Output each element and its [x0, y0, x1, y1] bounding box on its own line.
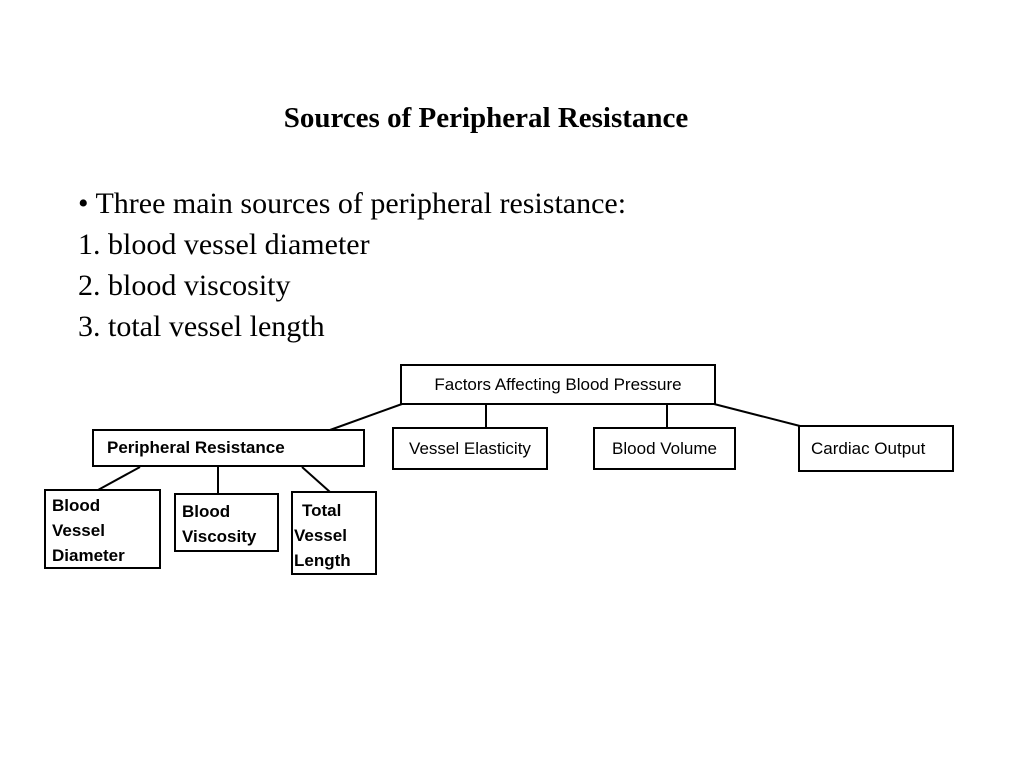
length-line-2: Vessel — [294, 526, 347, 545]
node-peripheral-resistance: Peripheral Resistance — [92, 429, 365, 467]
connector-root-cardiac — [713, 403, 801, 427]
slide-title: Sources of Peripheral Resistance — [283, 102, 689, 134]
diameter-line-1: Blood — [52, 496, 101, 515]
bullet-item-diameter: 1. blood vessel diameter — [78, 228, 370, 261]
node-peripheral-resistance-label: Peripheral Resistance — [107, 438, 285, 457]
bullet-item-viscosity: 2. blood viscosity — [78, 269, 291, 302]
root-node-label: Factors Affecting Blood Pressure — [434, 374, 682, 394]
viscosity-line-2: Viscosity — [182, 527, 257, 546]
bullet-intro: • Three main sources of peripheral resis… — [78, 187, 627, 220]
diameter-line-3: Diameter — [52, 546, 125, 565]
node-cardiac-output-label: Cardiac Output — [811, 438, 926, 458]
diameter-line-2: Vessel — [52, 521, 105, 540]
node-vessel-elasticity-label: Vessel Elasticity — [409, 438, 531, 458]
connector-peripheral-diameter — [97, 466, 141, 491]
root-node: Factors Affecting Blood Pressure — [400, 364, 716, 405]
node-cardiac-output: Cardiac Output — [798, 425, 954, 472]
node-total-vessel-length: Total Vessel Length — [291, 491, 377, 575]
length-line-1: Total — [302, 501, 342, 520]
node-blood-volume: Blood Volume — [593, 427, 736, 470]
node-vessel-elasticity: Vessel Elasticity — [392, 427, 548, 470]
length-line-3: Length — [294, 551, 351, 570]
connector-peripheral-length — [301, 466, 331, 493]
node-blood-vessel-diameter: Blood Vessel Diameter — [44, 489, 161, 569]
bullet-item-length: 3. total vessel length — [78, 310, 325, 343]
viscosity-line-1: Blood — [182, 502, 231, 521]
node-blood-volume-label: Blood Volume — [612, 438, 717, 458]
bullet-list: • Three main sources of peripheral resis… — [78, 183, 626, 347]
node-blood-viscosity: Blood Viscosity — [174, 493, 279, 552]
